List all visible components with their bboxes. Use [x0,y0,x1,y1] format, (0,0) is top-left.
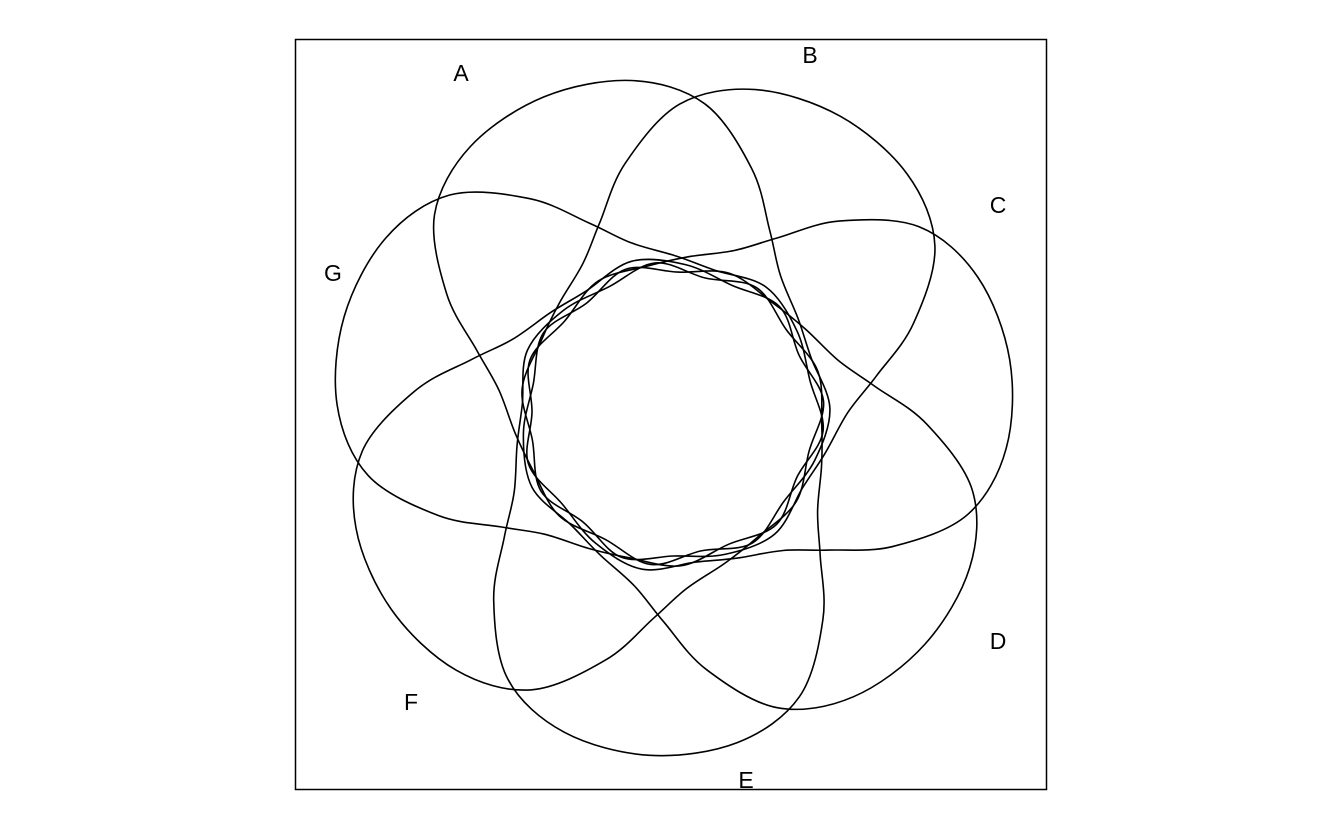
plot-frame [294,38,1048,791]
set-outline-c [526,218,1014,571]
set-label-f: F [404,689,418,715]
set-outline-e [492,262,825,757]
set-label-c: C [990,192,1007,218]
set-outline-b [521,88,936,561]
set-labels: A B C D E F G [324,42,1006,793]
set-label-g: G [324,260,342,286]
set-label-d: D [990,628,1007,654]
set-label-e: E [738,767,753,793]
set-outlines [334,79,1014,757]
set-outline-g [334,191,825,567]
set-label-b: B [802,42,817,68]
set-outline-f [352,258,825,691]
set-outline-d [522,266,978,711]
set-outline-a [432,79,831,566]
set-label-a: A [453,60,469,86]
